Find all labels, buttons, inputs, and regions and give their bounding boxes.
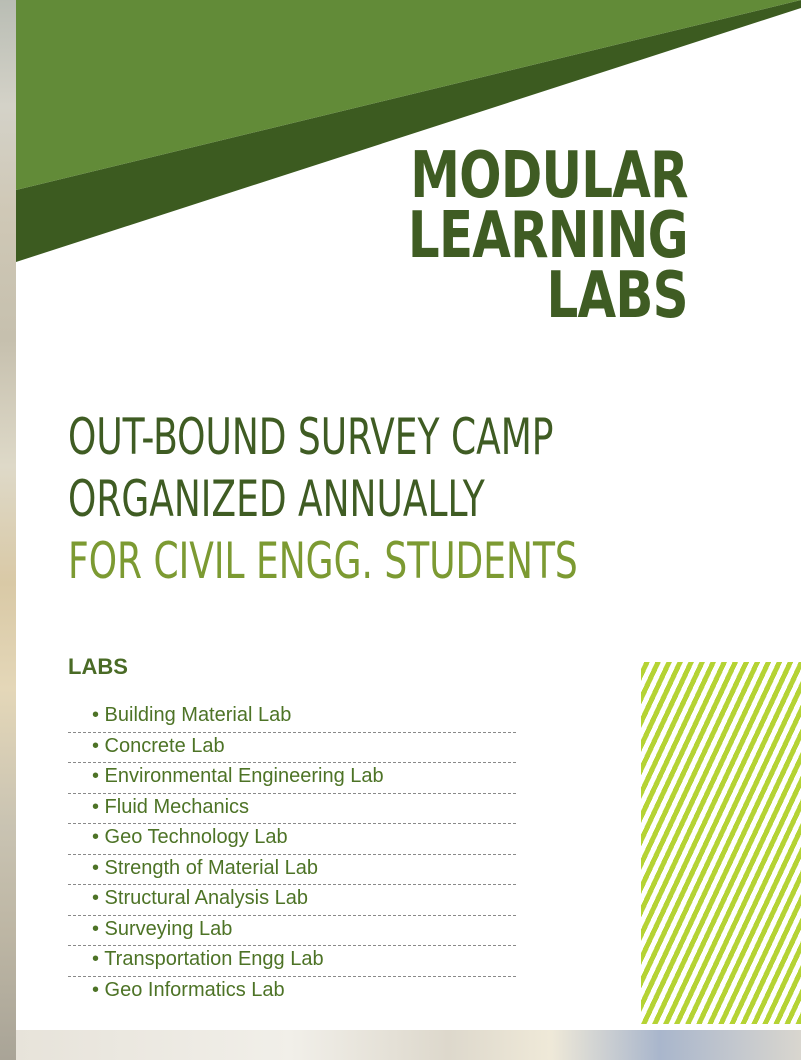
green-corner-banner: [16, 0, 801, 262]
striped-decoration: [641, 662, 801, 1024]
left-photo-strip: [0, 0, 16, 1060]
bottom-photo-strip: [16, 1030, 801, 1060]
list-item: • Environmental Engineering Lab: [68, 763, 516, 794]
list-item: • Surveying Lab: [68, 916, 516, 946]
list-item: • Concrete Lab: [68, 733, 516, 763]
title-line-1: MODULAR: [410, 139, 688, 213]
list-item: • Geo Informatics Lab: [92, 978, 285, 1001]
list-item: • Geo Technology Lab: [68, 824, 516, 855]
labs-heading: LABS: [68, 654, 128, 679]
page-title: MODULAR LEARNING LABS: [408, 139, 689, 333]
headline-line-1: OUT-BOUND SURVEY CAMP: [68, 408, 554, 466]
list-item: • Building Material Lab: [68, 702, 516, 733]
title-line-3: LABS: [546, 259, 689, 333]
survey-camp-headline: OUT-BOUND SURVEY CAMP ORGANIZED ANNUALLY…: [68, 406, 578, 592]
list-item: • Strength of Material Lab: [68, 855, 516, 885]
list-item: • Fluid Mechanics: [68, 794, 516, 824]
headline-line-3: FOR CIVIL ENGG. STUDENTS: [68, 532, 578, 590]
headline-line-2: ORGANIZED ANNUALLY: [68, 470, 485, 528]
list-item: • Structural Analysis Lab: [68, 885, 516, 916]
light-green-band: [16, 0, 801, 190]
labs-list: • Building Material Lab • Concrete Lab •…: [68, 702, 516, 1007]
list-item: • Transportation Engg Lab: [68, 946, 516, 977]
title-line-2: LEARNING: [408, 199, 689, 273]
dark-green-band: [16, 0, 801, 262]
